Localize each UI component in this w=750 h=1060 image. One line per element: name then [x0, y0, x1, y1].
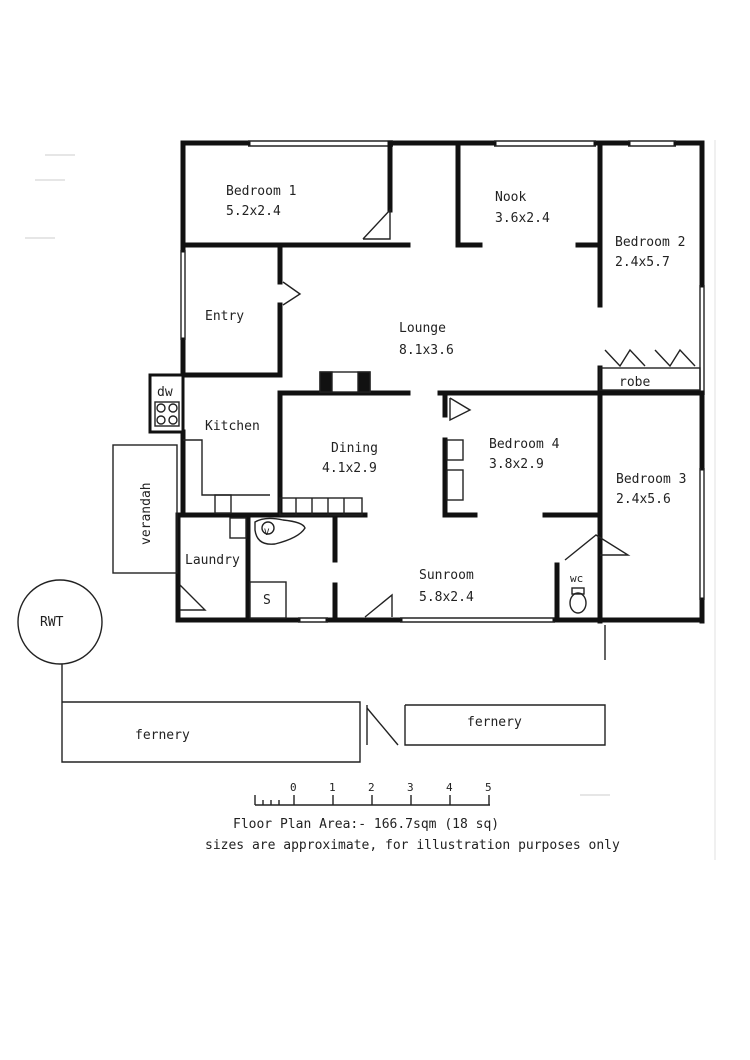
fernery-right-outline	[404, 704, 606, 746]
scale-tick-1: 1	[329, 781, 336, 794]
bedroom4-size: 3.8x2.9	[489, 457, 544, 472]
lounge-size: 8.1x3.6	[399, 343, 454, 358]
dw-name: dw	[157, 385, 173, 400]
outside-labels: RWT fernery fernery	[40, 615, 522, 743]
disclaimer-text: sizes are approximate, for illustration …	[205, 838, 620, 853]
verandah-outline	[112, 444, 178, 574]
rwt-label: RWT	[40, 615, 64, 630]
scale-tick-5: 5	[485, 781, 492, 794]
scan-marks	[25, 140, 716, 860]
laundry-name: Laundry	[185, 553, 240, 568]
bedroom3-size: 2.4x5.6	[616, 492, 671, 507]
floor-area-text: Floor Plan Area:- 166.7sqm (18 sq)	[233, 817, 499, 832]
dining-size: 4.1x2.9	[322, 461, 377, 476]
scale-bar	[254, 795, 490, 806]
rwt-circle	[17, 579, 103, 665]
room-labels: Bedroom 1 5.2x2.4 Nook 3.6x2.4 Bedroom 2…	[139, 184, 686, 608]
bedroom1-size: 5.2x2.4	[226, 204, 281, 219]
nook-name: Nook	[495, 190, 526, 205]
door-entry	[282, 281, 302, 306]
windows	[180, 140, 705, 623]
bedroom2-name: Bedroom 2	[615, 235, 685, 250]
fernery-right-label: fernery	[467, 715, 522, 730]
scale-tick-3: 3	[407, 781, 414, 794]
scale-tick-4: 4	[446, 781, 453, 794]
sunroom-size: 5.8x2.4	[419, 590, 474, 605]
sunroom-name: Sunroom	[419, 568, 474, 583]
hws-name: V	[264, 528, 270, 538]
lounge-name: Lounge	[399, 321, 446, 336]
entry-name: Entry	[205, 309, 244, 324]
scale-tick-2: 2	[368, 781, 375, 794]
bedroom4-name: Bedroom 4	[489, 437, 560, 452]
bedroom1-name: Bedroom 1	[226, 184, 296, 199]
fixtures	[148, 208, 701, 619]
nook-size: 3.6x2.4	[495, 211, 550, 226]
outer-walls	[175, 140, 705, 624]
outside	[17, 444, 606, 763]
kitchen-name: Kitchen	[205, 419, 260, 434]
door-bedroom1	[362, 208, 391, 240]
fernery-left-label: fernery	[135, 728, 190, 743]
bedroom3-name: Bedroom 3	[616, 472, 686, 487]
robe-name: robe	[619, 375, 650, 390]
footer: Floor Plan Area:- 166.7sqm (18 sq) sizes…	[205, 817, 620, 853]
verandah-name: verandah	[139, 482, 154, 545]
scale-tick-0: 0	[290, 781, 297, 794]
dining-name: Dining	[331, 441, 378, 456]
fernery-left-outline	[61, 701, 361, 763]
scale-labels: 0 1 2 3 4 5	[290, 781, 492, 794]
bedroom2-size: 2.4x5.7	[615, 255, 670, 270]
shower-name: S	[263, 593, 271, 608]
wc-name: wc	[570, 572, 583, 585]
